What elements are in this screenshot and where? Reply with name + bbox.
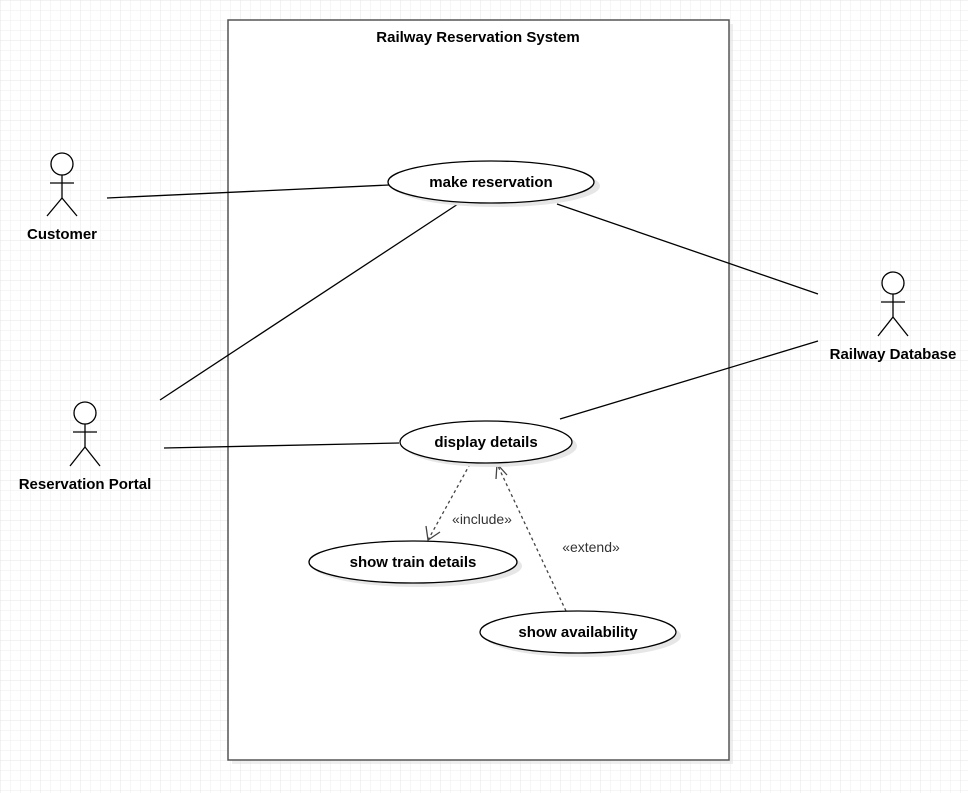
use-case-ellipse bbox=[479, 610, 677, 654]
include-arrow-head bbox=[425, 525, 441, 542]
actor-head-icon bbox=[50, 152, 74, 176]
actor-left-leg bbox=[69, 446, 86, 467]
actor-label: Customer bbox=[27, 226, 97, 243]
use-case-make-reservation[interactable]: make reservation bbox=[387, 160, 600, 207]
include-relation[interactable]: «include» bbox=[425, 463, 512, 542]
use-case-label: display details bbox=[434, 434, 537, 451]
actor-head-icon bbox=[73, 401, 97, 425]
include-arrow-line bbox=[427, 463, 471, 541]
actor-right-leg bbox=[61, 197, 78, 217]
association-portal-display-details[interactable] bbox=[163, 442, 400, 449]
use-case-display-details[interactable]: display details bbox=[399, 420, 577, 467]
use-case-ellipse bbox=[399, 420, 573, 464]
use-case-ellipse bbox=[308, 540, 518, 584]
include-label: «include» bbox=[452, 511, 512, 527]
association-customer-make-reservation[interactable] bbox=[106, 184, 390, 199]
system-title: Railway Reservation System bbox=[376, 29, 579, 46]
actor-left-leg bbox=[877, 316, 894, 337]
use-case-label: show train details bbox=[350, 554, 477, 571]
actor-right-leg bbox=[84, 446, 101, 467]
association-database-make-reservation[interactable] bbox=[556, 203, 819, 295]
use-case-label: make reservation bbox=[429, 174, 552, 191]
use-case-show-train-details[interactable]: show train details bbox=[308, 540, 522, 587]
actor-reservation-portal[interactable]: Reservation Portal bbox=[19, 401, 152, 493]
actor-label: Railway Database bbox=[830, 346, 957, 363]
associations bbox=[106, 184, 819, 449]
association-database-display-details[interactable] bbox=[559, 340, 819, 420]
use-case-show-availability[interactable]: show availability bbox=[479, 610, 681, 657]
actor-label: Reservation Portal bbox=[19, 476, 152, 493]
association-portal-make-reservation[interactable] bbox=[159, 203, 459, 401]
actor-left-leg bbox=[46, 197, 63, 217]
extend-label: «extend» bbox=[562, 539, 620, 555]
actor-customer[interactable]: Customer bbox=[27, 152, 97, 243]
actor-railway-database[interactable]: Railway Database bbox=[830, 271, 957, 363]
use-case-label: show availability bbox=[518, 624, 638, 641]
use-case-ellipse bbox=[387, 160, 595, 204]
actor-head-icon bbox=[881, 271, 905, 295]
actor-right-leg bbox=[892, 316, 909, 337]
system-boundary[interactable]: Railway Reservation System bbox=[227, 19, 733, 764]
